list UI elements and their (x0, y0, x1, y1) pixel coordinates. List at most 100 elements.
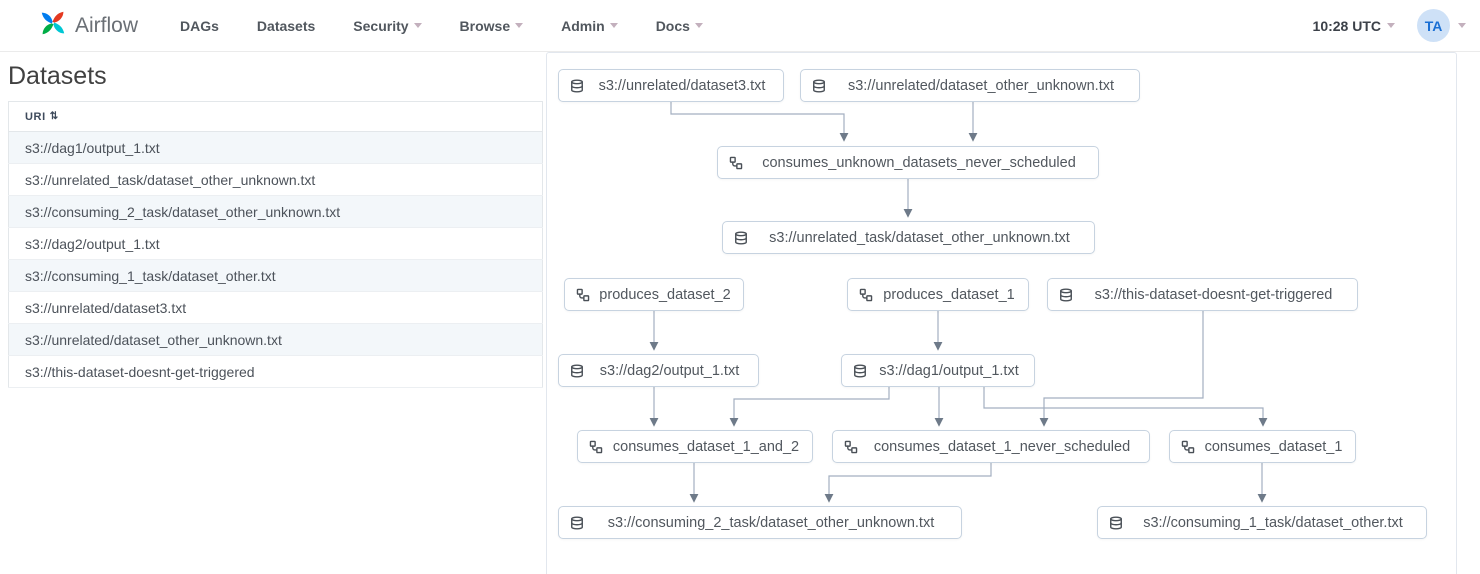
table-row[interactable]: s3://dag2/output_1.txt (8, 227, 543, 260)
dataset-uri-cell[interactable]: s3://dag1/output_1.txt (8, 131, 543, 164)
nav-item-label: Browse (459, 17, 511, 34)
chevron-down-icon (609, 23, 618, 28)
database-icon (812, 78, 826, 93)
uri-header-label: URI (25, 110, 46, 123)
table-row[interactable]: s3://unrelated/dataset3.txt (8, 291, 543, 324)
database-icon (853, 363, 867, 378)
graph-edges-layer (649, 102, 1268, 503)
brand-name: Airflow (75, 13, 139, 37)
dag-icon (844, 440, 858, 454)
dataset-uri-cell[interactable]: s3://unrelated_task/dataset_other_unknow… (8, 163, 543, 196)
graph-node-dag[interactable]: produces_dataset_1 (847, 278, 1029, 311)
table-row[interactable]: s3://consuming_1_task/dataset_other.txt (8, 259, 543, 292)
database-icon (570, 363, 584, 378)
airflow-logo-icon (36, 6, 70, 45)
graph-node-dag[interactable]: consumes_dataset_1_never_scheduled (832, 430, 1150, 463)
graph-node-label: s3://dag2/output_1.txt (599, 362, 740, 379)
chevron-down-icon (1387, 23, 1395, 28)
chevron-down-icon (413, 23, 422, 28)
dataset-uri-cell[interactable]: s3://consuming_2_task/dataset_other_unkn… (8, 195, 543, 228)
dag-icon (859, 288, 873, 302)
graph-node-label: s3://dag1/output_1.txt (879, 362, 1019, 379)
table-row[interactable]: s3://unrelated_task/dataset_other_unknow… (8, 163, 543, 196)
graph-node-label: produces_dataset_1 (883, 286, 1015, 303)
graph-node-label: consumes_unknown_datasets_never_schedule… (762, 154, 1076, 171)
table-row[interactable]: s3://this-dataset-doesnt-get-triggered (8, 355, 543, 388)
nav-item-docs[interactable]: Docs (656, 18, 703, 34)
graph-node-dag[interactable]: consumes_dataset_1 (1169, 430, 1356, 463)
clock-label: 10:28 UTC (1312, 17, 1381, 34)
graph-node-label: consumes_dataset_1_and_2 (612, 438, 800, 455)
database-icon (1059, 287, 1073, 302)
graph-node-dataset[interactable]: s3://this-dataset-doesnt-get-triggered (1047, 278, 1358, 311)
nav-item-label: Docs (655, 17, 690, 34)
graph-edge-n9-n12 (983, 387, 1268, 427)
dataset-uri-cell[interactable]: s3://dag2/output_1.txt (8, 227, 543, 260)
graph-node-dataset[interactable]: s3://dag2/output_1.txt (558, 354, 759, 387)
table-row[interactable]: s3://consuming_2_task/dataset_other_unkn… (8, 195, 543, 228)
graph-node-label: s3://unrelated/dataset3.txt (598, 77, 766, 94)
graph-node-dag[interactable]: produces_dataset_2 (564, 278, 744, 311)
graph-edge-n7-n11 (1039, 311, 1204, 427)
graph-node-label: consumes_dataset_1 (1204, 438, 1343, 455)
nav-item-dags[interactable]: DAGs (180, 18, 219, 34)
dataset-uri-cell[interactable]: s3://this-dataset-doesnt-get-triggered (8, 355, 543, 388)
nav-menu: DAGs Datasets Security Browse Admin Docs (180, 18, 703, 34)
database-icon (1109, 515, 1123, 530)
table-row[interactable]: s3://unrelated/dataset_other_unknown.txt (8, 323, 543, 356)
dag-icon (729, 156, 743, 170)
chevron-down-icon (515, 23, 524, 28)
graph-node-dataset[interactable]: s3://unrelated_task/dataset_other_unknow… (722, 221, 1095, 254)
graph-node-dataset[interactable]: s3://unrelated/dataset3.txt (558, 69, 784, 102)
airflow-brand[interactable]: Airflow (36, 6, 138, 45)
clock-dropdown[interactable]: 10:28 UTC (1313, 18, 1395, 34)
dag-icon (1181, 440, 1195, 454)
database-icon (570, 78, 584, 93)
dataset-uri-cell[interactable]: s3://unrelated/dataset_other_unknown.txt (8, 323, 543, 356)
nav-item-datasets[interactable]: Datasets (257, 18, 315, 34)
database-icon (570, 515, 584, 530)
graph-node-dataset[interactable]: s3://unrelated/dataset_other_unknown.txt (800, 69, 1140, 102)
avatar[interactable]: TA (1417, 9, 1450, 42)
table-row[interactable]: s3://dag1/output_1.txt (8, 131, 543, 164)
dataset-uri-cell[interactable]: s3://unrelated/dataset3.txt (8, 291, 543, 324)
chevron-down-icon (694, 23, 703, 28)
database-icon (734, 230, 748, 245)
nav-item-label: Admin (561, 17, 605, 34)
nav-item-security[interactable]: Security (353, 17, 422, 34)
graph-edge-n9-n10 (729, 387, 890, 427)
uri-column-header[interactable]: URI ⇅ (8, 101, 543, 132)
datasets-graph: s3://unrelated/dataset3.txt s3://unrelate… (546, 52, 1457, 574)
dataset-uri-cell[interactable]: s3://consuming_1_task/dataset_other.txt (8, 259, 543, 292)
sort-icon: ⇅ (49, 111, 59, 122)
graph-node-label: produces_dataset_2 (599, 286, 731, 303)
graph-node-dag[interactable]: consumes_dataset_1_and_2 (577, 430, 813, 463)
nav-item-admin[interactable]: Admin (561, 18, 618, 34)
dag-icon (589, 440, 603, 454)
nav-item-browse[interactable]: Browse (460, 18, 524, 34)
user-menu-chevron-icon[interactable] (1458, 23, 1466, 28)
nav-item-label: Security (353, 17, 409, 34)
graph-node-dataset[interactable]: s3://dag1/output_1.txt (841, 354, 1035, 387)
dag-icon (576, 288, 590, 302)
graph-node-dataset[interactable]: s3://consuming_1_task/dataset_other.txt (1097, 506, 1427, 539)
graph-node-dataset[interactable]: s3://consuming_2_task/dataset_other_unkn… (558, 506, 962, 539)
graph-node-label: s3://unrelated_task/dataset_other_unknow… (769, 229, 1070, 246)
graph-node-label: s3://unrelated/dataset_other_unknown.txt (847, 77, 1114, 94)
graph-node-label: s3://consuming_2_task/dataset_other_unkn… (607, 514, 935, 531)
graph-node-dag[interactable]: consumes_unknown_datasets_never_schedule… (717, 146, 1099, 179)
graph-node-label: consumes_dataset_1_never_scheduled (873, 438, 1131, 455)
page-title: Datasets (8, 62, 107, 90)
nav-item-label: DAGs (180, 17, 219, 34)
graph-node-label: s3://consuming_1_task/dataset_other.txt (1143, 514, 1403, 531)
graph-edge-n11-n13 (824, 463, 992, 503)
nav-item-label: Datasets (256, 17, 316, 34)
graph-edge-n1-n3 (670, 102, 849, 142)
navbar-right: 10:28 UTC TA (1313, 9, 1466, 42)
graph-node-label: s3://this-dataset-doesnt-get-triggered (1094, 286, 1333, 303)
